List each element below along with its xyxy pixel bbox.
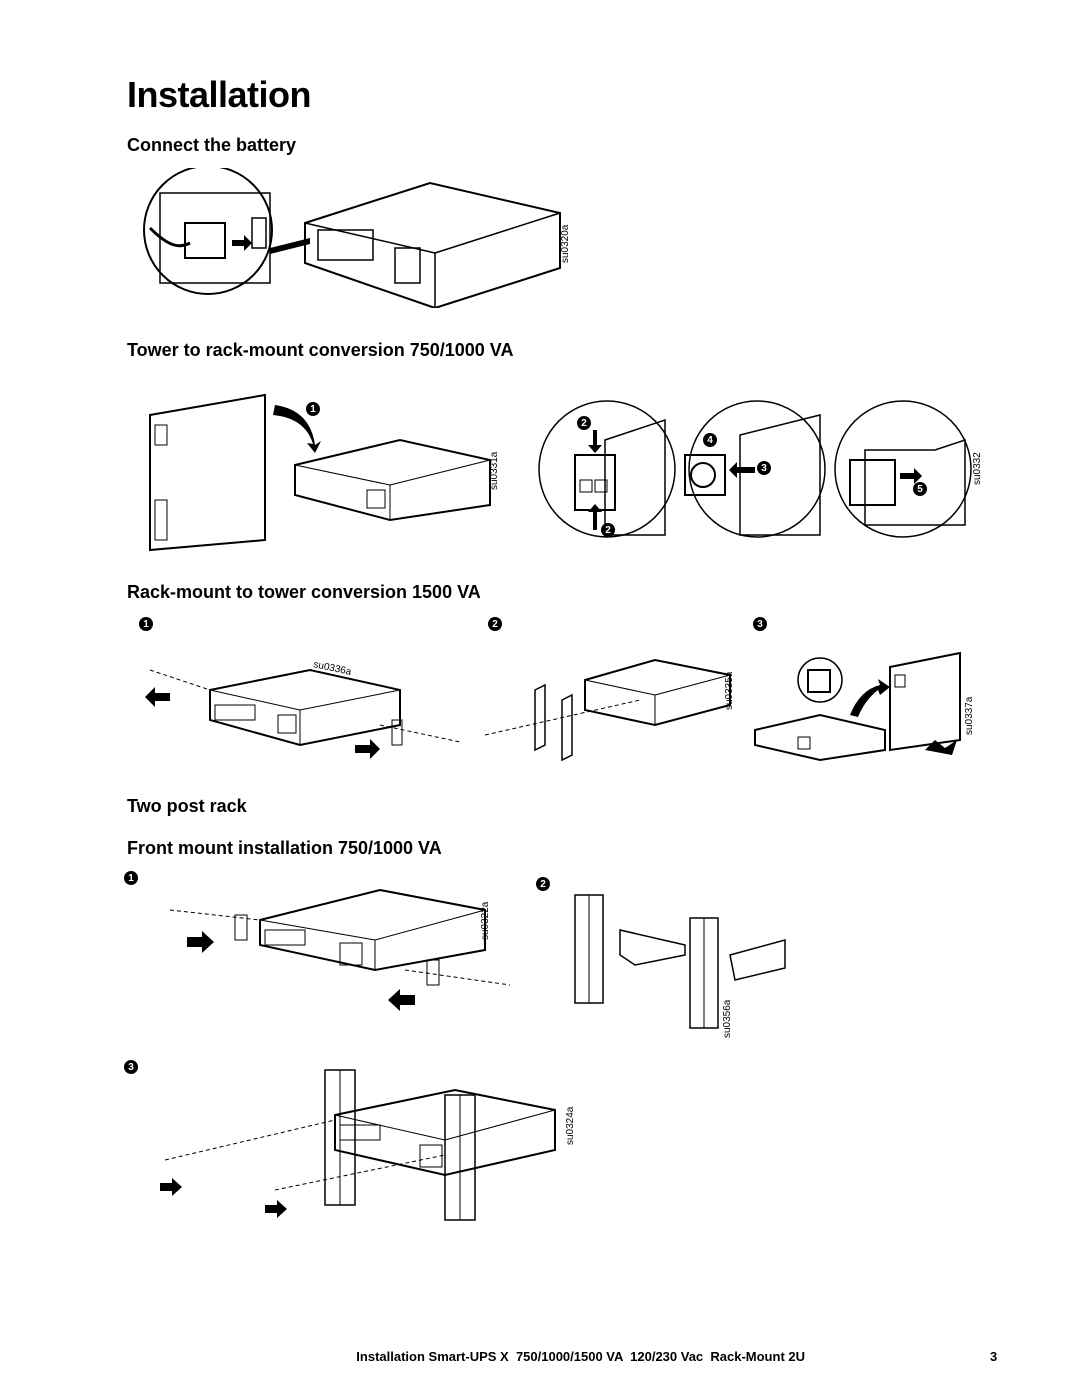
connect-battery-figure: su0320a: [143, 168, 571, 308]
figure-code: su0322a: [480, 901, 491, 940]
footer-text: Installation Smart-UPS X 750/1000/1500 V…: [356, 1349, 805, 1364]
rack-to-tower-figure-3: su0337a: [754, 651, 975, 762]
step-3-marker: 3: [757, 461, 771, 475]
step-5-marker: 5: [913, 482, 927, 496]
figure-code: su0331a: [489, 451, 500, 490]
step-1-marker: 1: [139, 617, 153, 631]
step-2-marker: 2: [536, 877, 550, 891]
figure-code: su0335a: [724, 671, 735, 710]
tower-to-rack-figure-a: su0331a: [149, 393, 500, 552]
figure-code: su0356a: [722, 999, 733, 1038]
step-3-marker: 3: [124, 1060, 138, 1074]
section-heading-tower-to-rack: Tower to rack-mount conversion 750/1000 …: [127, 340, 514, 360]
section-heading-front-mount: Front mount installation 750/1000 VA: [127, 838, 442, 858]
step-3-marker: 3: [753, 617, 767, 631]
step-4-marker: 4: [703, 433, 717, 447]
front-mount-figure-3: su0324a: [160, 1069, 576, 1221]
section-heading-connect-battery: Connect the battery: [127, 135, 297, 155]
figure-code: su0332: [972, 452, 983, 485]
step-2-marker: 2: [488, 617, 502, 631]
figure-code: su0337a: [964, 696, 975, 735]
step-2-marker: 2: [577, 416, 591, 430]
figure-code: su0320a: [560, 224, 571, 263]
section-heading-two-post-rack: Two post rack: [127, 796, 247, 816]
page-number: 3: [990, 1349, 998, 1364]
rack-to-tower-figure-1: su0336a: [145, 659, 461, 759]
front-mount-figure-1: su0322a: [169, 888, 511, 1011]
figure-code: su0324a: [565, 1106, 576, 1145]
page-title: Installation: [127, 74, 312, 115]
step-1-marker: 1: [306, 402, 320, 416]
step-1-marker: 1: [124, 871, 138, 885]
rack-to-tower-figure-2: su0335a: [484, 658, 735, 762]
section-heading-rack-to-tower: Rack-mount to tower conversion 1500 VA: [127, 582, 481, 602]
front-mount-figure-2: su0356a: [574, 894, 786, 1038]
tower-to-rack-figure-b: su0332: [538, 400, 983, 538]
step-2-marker: 2: [601, 523, 615, 537]
